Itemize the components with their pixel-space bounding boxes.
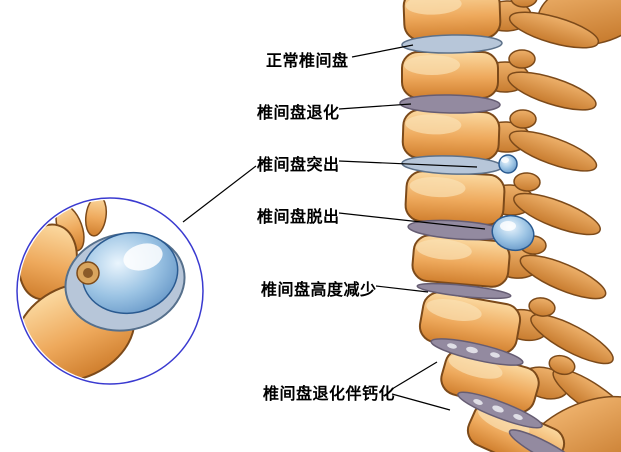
disc-height-reduced — [416, 282, 512, 300]
leader-lines — [182, 44, 486, 411]
bump-highlight — [501, 157, 509, 163]
disc-calcified — [508, 429, 582, 452]
intervertebral-discs — [399, 34, 582, 452]
disc-degenerated — [399, 94, 501, 114]
spinal-cord — [83, 268, 93, 278]
bone-mass-sacrum — [518, 395, 621, 452]
label-disc-height-loss: 椎间盘高度减少 — [261, 282, 377, 299]
label-disc-prolapse: 椎间盘脱出 — [257, 209, 340, 226]
vertebra — [411, 234, 511, 288]
disc-protrusion-bump — [498, 154, 518, 174]
leader-line-degeneration — [338, 103, 412, 110]
vertebra — [404, 170, 506, 226]
calcification-flecks — [473, 399, 523, 420]
leader-line-calcification-lower — [391, 393, 451, 411]
label-normal-disc: 正常椎间盘 — [266, 53, 349, 70]
leader-line-calcification-upper — [391, 361, 438, 390]
label-disc-calcification: 椎间盘退化伴钙化 — [263, 386, 396, 403]
leader-line-prolapse — [338, 212, 486, 230]
bone-process — [84, 200, 108, 237]
vertebra — [402, 0, 502, 42]
spine-posterior-elements — [480, 0, 621, 452]
vertebra — [401, 51, 499, 99]
vertebra — [401, 108, 501, 162]
leader-line-protrusion — [338, 160, 478, 168]
cross-section-inset — [16, 197, 204, 385]
label-disc-degeneration: 椎间盘退化 — [257, 105, 340, 122]
nucleus-highlight — [123, 243, 163, 271]
leader-line-inset — [182, 165, 257, 223]
blob-highlight — [500, 221, 516, 231]
label-disc-protrusion: 椎间盘突出 — [257, 157, 340, 174]
leader-line-height-loss — [375, 285, 429, 293]
leader-line-normal — [351, 44, 414, 58]
calcification-flecks — [447, 343, 500, 358]
disc-normal — [401, 34, 503, 54]
